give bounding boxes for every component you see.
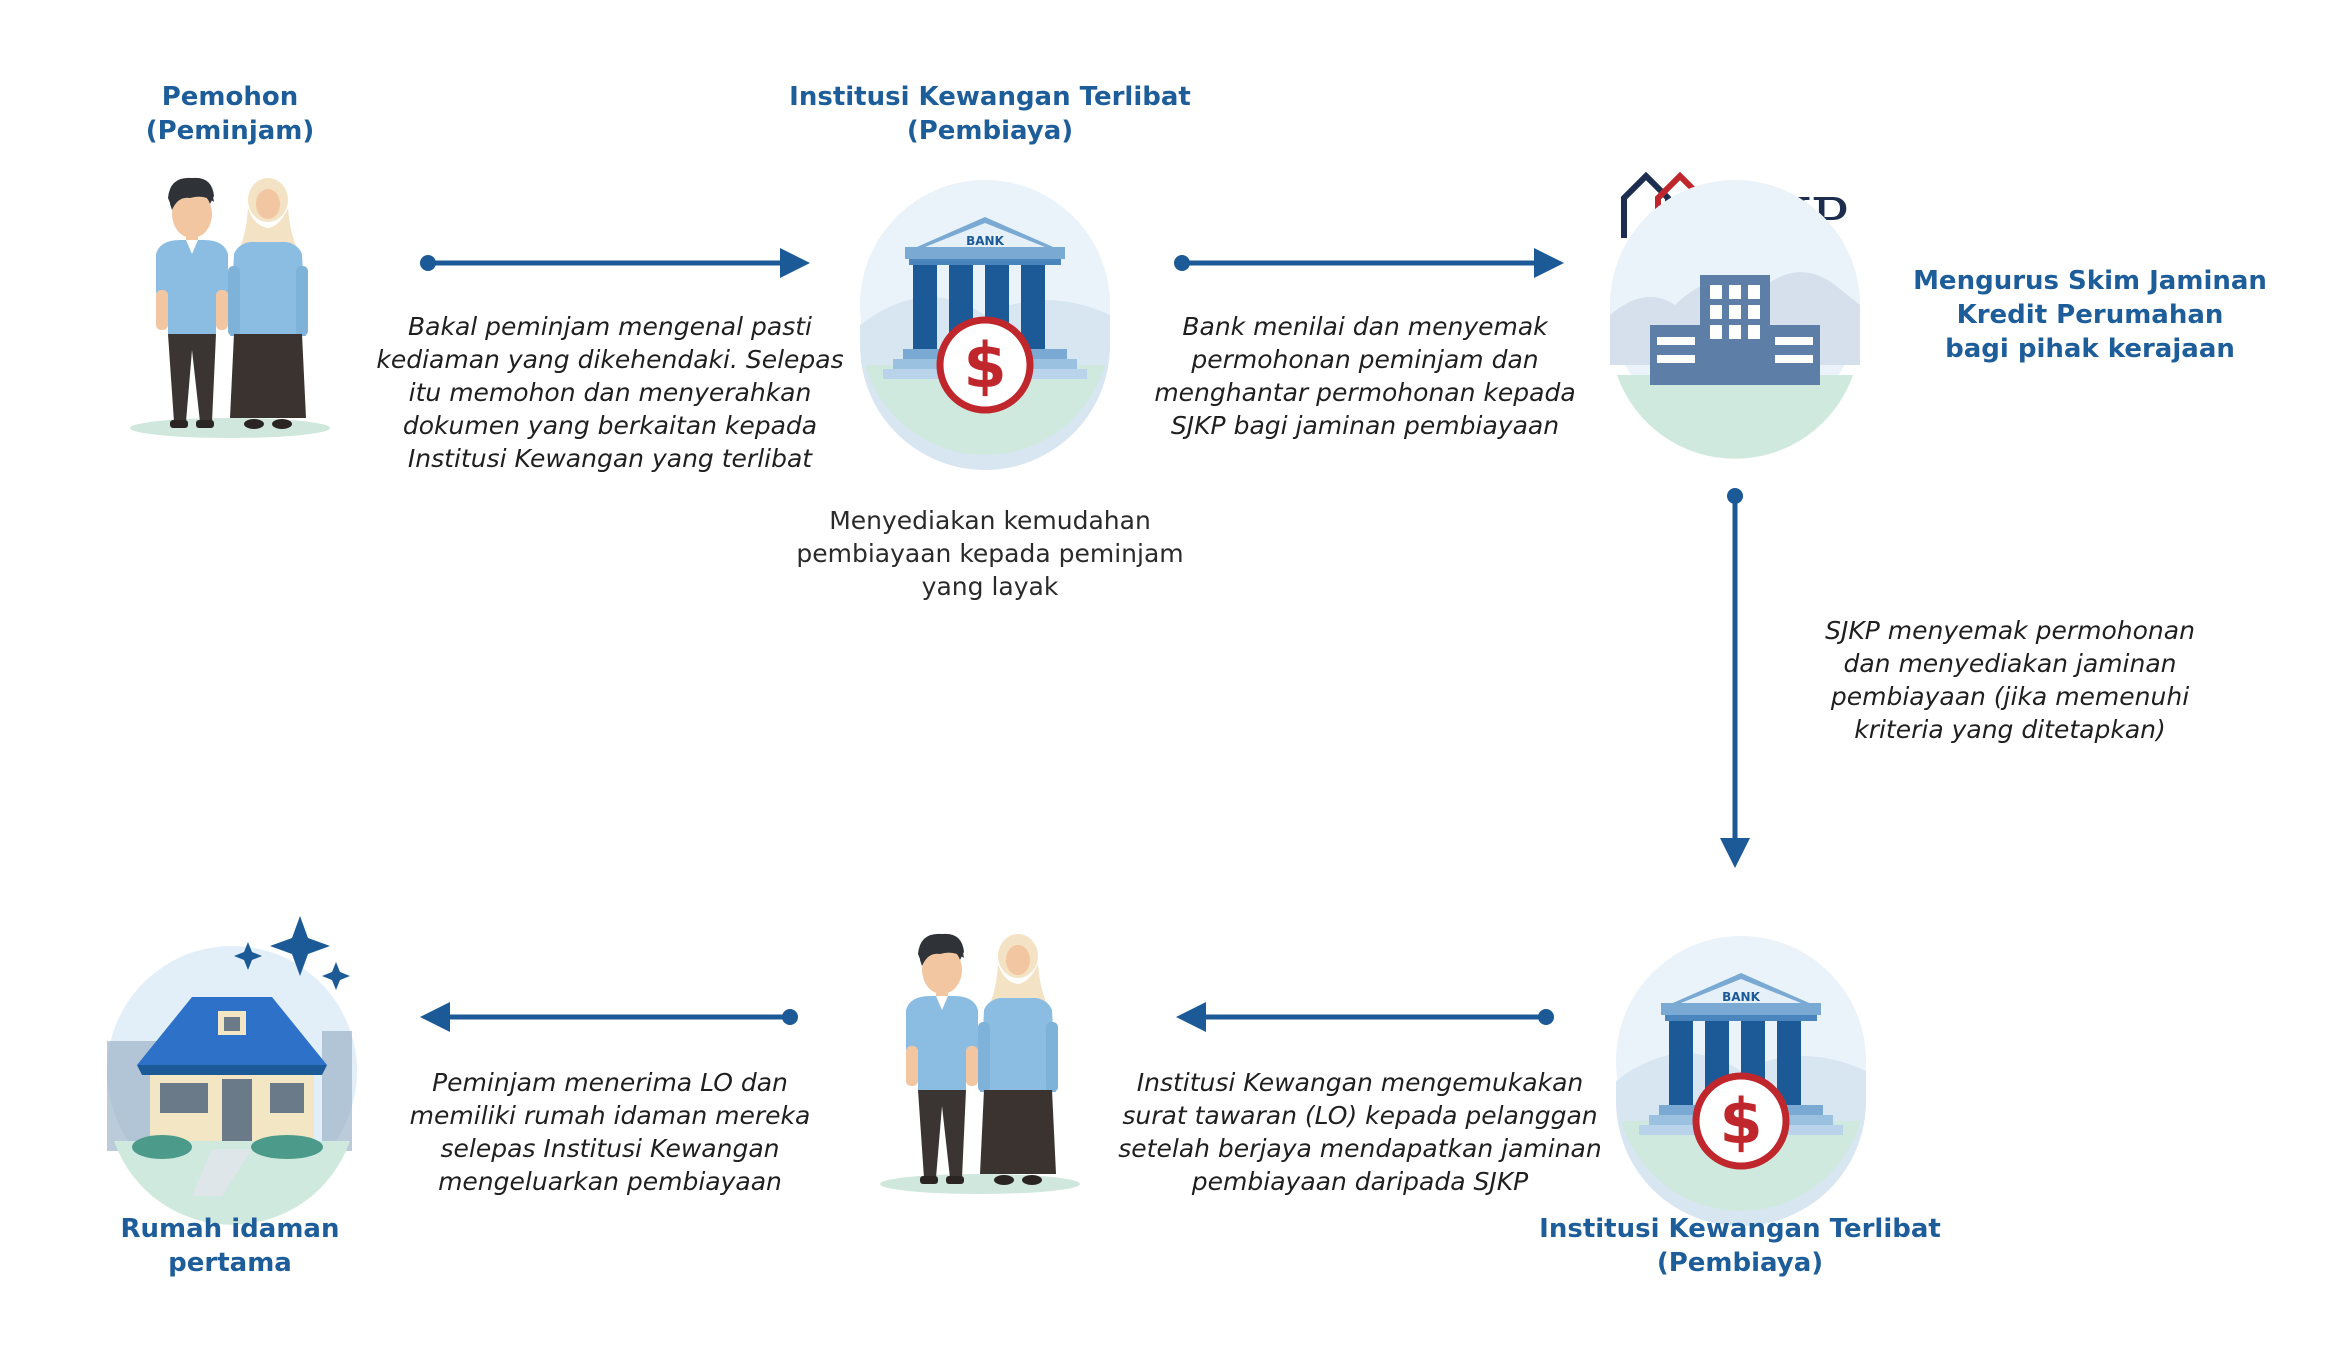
house-icon bbox=[107, 946, 357, 1225]
sparkle-icon bbox=[234, 916, 350, 990]
arrow-down bbox=[1720, 488, 1750, 868]
step-3-text: SJKP menyemak permohonan dan menyediakan… bbox=[1825, 616, 2195, 744]
arrow-left-2 bbox=[420, 1002, 798, 1032]
sjkp-title: Mengurus Skim Jaminan Kredit Perumahan b… bbox=[1913, 266, 2267, 364]
bank-label: BANK bbox=[1722, 990, 1760, 1004]
bank-icon: BANK $ bbox=[1606, 926, 1876, 1196]
couple-icon bbox=[880, 933, 1080, 1194]
bank-top-title: Institusi Kewangan Terlibat (Pembiaya) bbox=[789, 82, 1191, 146]
arrow-right-1 bbox=[420, 248, 810, 278]
arrow-right-2 bbox=[1174, 248, 1564, 278]
bank-top-note: Menyediakan kemudahan pembiayaan kepada … bbox=[796, 506, 1184, 601]
bank-icon: BANK $ bbox=[850, 170, 1120, 440]
dollar-sign-icon: $ bbox=[963, 329, 1006, 402]
dollar-sign-icon: $ bbox=[1719, 1085, 1762, 1158]
step-4-text: Institusi Kewangan mengemukakan surat ta… bbox=[1118, 1068, 1602, 1196]
bank-bottom-title: Institusi Kewangan Terlibat (Pembiaya) bbox=[1539, 1214, 1941, 1278]
bank-label: BANK bbox=[966, 234, 1004, 248]
arrow-left-1 bbox=[1176, 1002, 1554, 1032]
applicant-title: Pemohon (Peminjam) bbox=[145, 82, 315, 146]
step-2-text: Bank menilai dan menyemak permohonan pem… bbox=[1154, 312, 1576, 440]
step-5-text: Peminjam menerima LO dan memiliki rumah … bbox=[409, 1068, 811, 1196]
home-title: Rumah idaman pertama bbox=[120, 1214, 340, 1278]
couple-icon bbox=[130, 177, 330, 438]
step-1-text: Bakal peminjam mengenal pasti kediaman y… bbox=[376, 312, 844, 473]
office-building-icon bbox=[1610, 180, 1860, 459]
